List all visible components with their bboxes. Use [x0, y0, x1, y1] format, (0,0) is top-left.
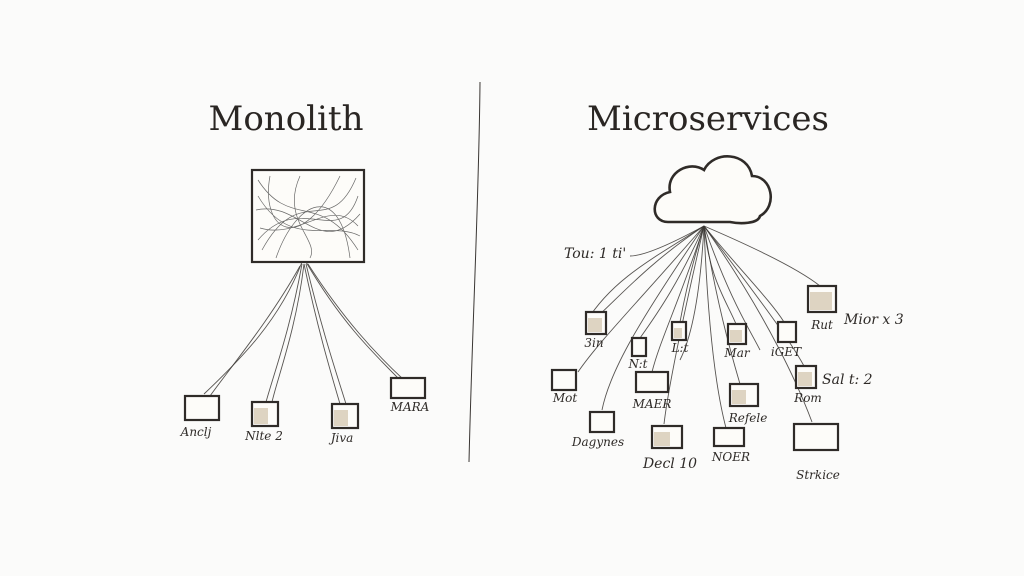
cloud-annotation: Tou: 1 ti' — [564, 246, 626, 262]
svg-text:Nlte 2: Nlte 2 — [244, 429, 283, 443]
svg-text:L:t: L:t — [671, 341, 689, 355]
microservice-10: Rom Sal t: 2 — [793, 364, 873, 405]
microservice-9: Refele — [728, 382, 768, 425]
svg-text:MAER: MAER — [632, 397, 672, 411]
microservice-0: 3in — [584, 310, 608, 350]
microservice-15: Strkice — [792, 422, 840, 482]
svg-text:Refele: Refele — [728, 411, 768, 425]
microservices-title: Microservices — [587, 99, 829, 139]
svg-text:Mior x 3: Mior x 3 — [843, 312, 904, 328]
microservice-1: N:t — [628, 336, 648, 371]
monolith-service-2: Jiva — [328, 402, 360, 445]
monolith-service-1: Nlte 2 — [244, 400, 283, 443]
microservice-2: L:t — [671, 320, 689, 355]
svg-text:NOER: NOER — [711, 450, 750, 464]
monolith-service-0: Anclj — [180, 394, 221, 439]
microservice-7: Mot — [550, 368, 578, 405]
monolith-title: Monolith — [209, 99, 364, 139]
divider-line — [468, 81, 481, 463]
microservice-connections — [577, 225, 821, 429]
microservice-4: iGET — [771, 320, 802, 359]
microservice-8: MAER — [632, 370, 672, 411]
microservice-12: Dagynes — [571, 410, 624, 449]
svg-text:N:t: N:t — [628, 357, 648, 371]
svg-text:Anclj: Anclj — [180, 425, 212, 439]
svg-text:Dagynes: Dagynes — [571, 435, 624, 449]
svg-text:3in: 3in — [584, 336, 603, 350]
svg-text:Strkice: Strkice — [796, 468, 840, 482]
svg-text:Jiva: Jiva — [328, 431, 354, 445]
svg-text:Decl 10: Decl 10 — [642, 456, 697, 472]
svg-text:MARA: MARA — [390, 400, 430, 414]
monolith-block — [250, 168, 366, 264]
cloud-icon — [653, 155, 772, 225]
svg-text:Mar: Mar — [723, 346, 750, 360]
monolith-connections — [203, 261, 405, 405]
microservice-3: Mar — [723, 322, 751, 360]
microservice-14: NOER — [711, 426, 750, 464]
monolith-scribble — [255, 175, 361, 259]
svg-text:Rut: Rut — [810, 318, 833, 332]
svg-text:Mot: Mot — [552, 391, 578, 405]
microservice-13: Decl 10 — [642, 424, 697, 472]
monolith-service-3: MARA — [390, 376, 430, 414]
svg-text:Rom: Rom — [793, 391, 822, 405]
microservice-5: Rut Mior x 3 — [806, 284, 904, 332]
svg-text:Sal t: 2: Sal t: 2 — [822, 372, 873, 388]
svg-text:iGET: iGET — [771, 345, 802, 359]
